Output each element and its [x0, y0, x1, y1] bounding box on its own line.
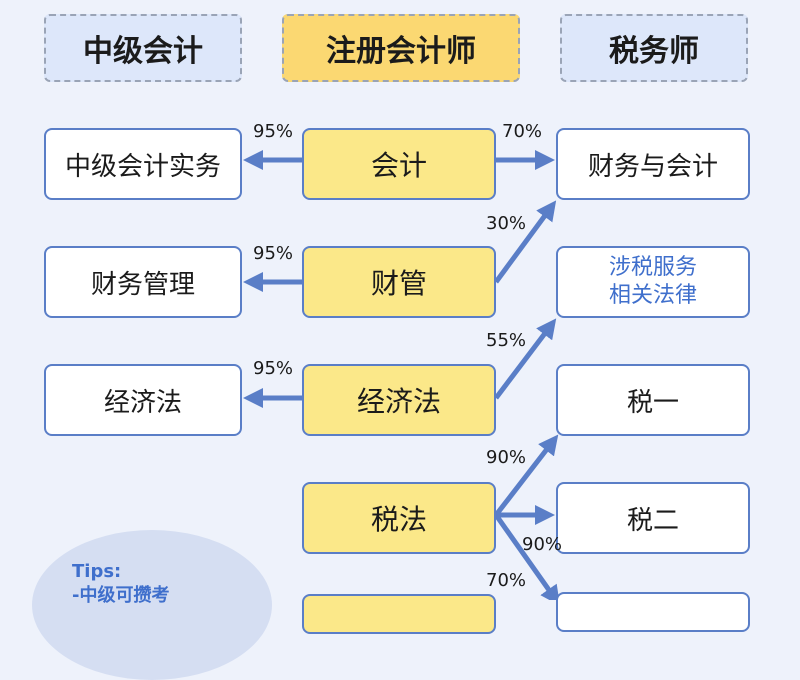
box-economic-law-left: 经济法 — [44, 364, 242, 436]
pct-tax-low: 70% — [486, 570, 527, 591]
pct-accounting-right: 70% — [502, 121, 543, 142]
box-accounting: 会计 — [302, 128, 496, 200]
tax-services-line1: 涉税服务 — [608, 255, 697, 280]
arrow-law-right — [494, 318, 557, 400]
box-tax-law: 税法 — [302, 482, 496, 554]
box-intermediate-practice: 中级会计实务 — [44, 128, 242, 200]
arrow-tax-down — [493, 513, 561, 600]
box-financial-management: 财务管理 — [44, 246, 242, 318]
tax-services-line2: 相关法律 — [608, 283, 697, 308]
box-tax-two: 税二 — [556, 482, 750, 554]
pct-law-left: 95% — [253, 358, 294, 379]
header-intermediate-accounting: 中级会计 — [44, 14, 242, 82]
tips-title: Tips: — [72, 561, 122, 582]
header-cpa: 注册会计师 — [282, 14, 520, 82]
tips-text: Tips: -中级可攒考 — [72, 560, 169, 608]
pct-management-right: 30% — [486, 213, 527, 234]
box-economic-law-mid: 经济法 — [302, 364, 496, 436]
pct-accounting-left: 95% — [253, 121, 294, 142]
box-financial-cost: 财管 — [302, 246, 496, 318]
box-partial-right-bottom — [556, 592, 750, 632]
pct-management-left: 95% — [253, 243, 294, 264]
pct-law-right: 55% — [486, 330, 527, 351]
arrow-layer — [242, 150, 561, 600]
box-tax-services-law: 涉税服务 相关法律 — [556, 246, 750, 318]
header-tax-advisor: 税务师 — [560, 14, 748, 82]
box-tax-one: 税一 — [556, 364, 750, 436]
pct-tax-mid: 90% — [522, 534, 563, 555]
box-finance-and-accounting: 财务与会计 — [556, 128, 750, 200]
box-partial-bottom — [302, 594, 496, 634]
arrow-management-right — [493, 200, 557, 284]
pct-tax-up: 90% — [486, 447, 527, 468]
tips-line1: -中级可攒考 — [72, 585, 170, 606]
arrow-tax-up — [494, 434, 559, 517]
